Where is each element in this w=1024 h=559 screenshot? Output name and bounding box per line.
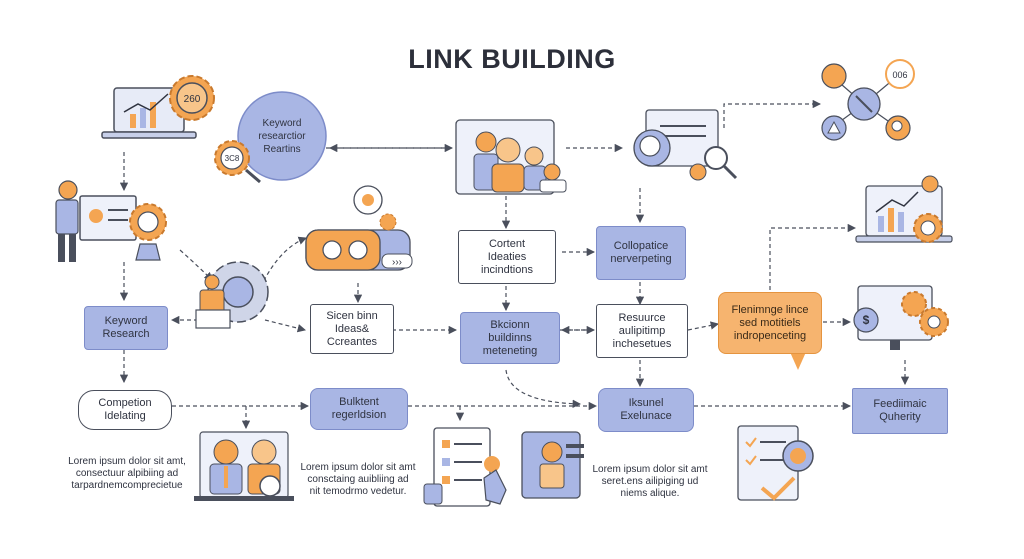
node-feedback-quality: Feediimaic Quherity [852,388,948,434]
checklist-hand-icon [423,427,507,507]
node-strategy-ideas: Sicen binn Ideas& Ccreantes [310,304,394,354]
node-collaborative-networking: Collopatice nerverpeting [596,226,686,280]
connector-gear-strategy [264,319,307,333]
mobile-person-icon [521,431,584,499]
presenter-icon [55,180,137,262]
svg-text:$: $ [863,313,870,327]
gear-magnifier-icon: 3C8 [214,140,261,184]
caption-left: Lorem ipsum dolor sit amt, consectuur al… [68,456,186,491]
browser-magnifier-icon [633,109,738,181]
node-keyword-research: Keyword Research [84,306,168,350]
node-resource-building: Resuurce aulipitimp inchesetues [596,304,688,358]
node-backlink-building: Bkcionn buildinns meteneting [460,312,560,364]
node-financial-exuberance: Iksunel Exelunace [598,388,694,432]
svg-text:006: 006 [892,70,907,80]
checklist-magnifier-icon [737,425,814,501]
network-icon: 006 [821,59,915,141]
laptop-chart-icon [101,87,197,139]
connector-to-network [723,99,822,128]
svg-text:3C8: 3C8 [225,154,240,163]
bubble-tail [790,352,806,370]
connector-resource-orange [687,321,720,331]
chat-robot-icon: ››› [305,185,413,271]
connector-person-gear [179,249,213,281]
worker-icon [195,274,231,329]
caption-right: Lorem ipsum dolor sit amt seret.ens aili… [592,464,708,499]
gear-lightbulb-icon [129,203,167,261]
node-competition: Competion Idelating [78,390,172,430]
connector-to-monitor [769,223,857,290]
diagram-title: LINK BUILDING [408,44,616,74]
monitor-chart-icon [855,175,953,243]
svg-text:260: 260 [184,94,201,105]
keyword-bubble [237,91,327,181]
node-building-regression: Bulktent regerldsion [310,388,408,430]
gear-icon: 260 [169,75,215,121]
caption-middle: Lorem ipsum dolor sit amt consctaing aui… [300,462,416,497]
node-content-ideas: Cortent Ideaties incindtions [458,230,556,284]
svg-text:›››: ››› [392,257,402,268]
connector-backlink-exuberance [505,369,582,408]
node-flexible-improvements: Flenimnge lince sed motitiels indropence… [718,292,822,354]
dollar-gears-icon: $ [853,285,949,350]
node-keyword-research-top: Keyword researctior Reartins [258,117,306,155]
people-magnifier-icon [194,431,294,501]
team-icon [455,119,567,195]
